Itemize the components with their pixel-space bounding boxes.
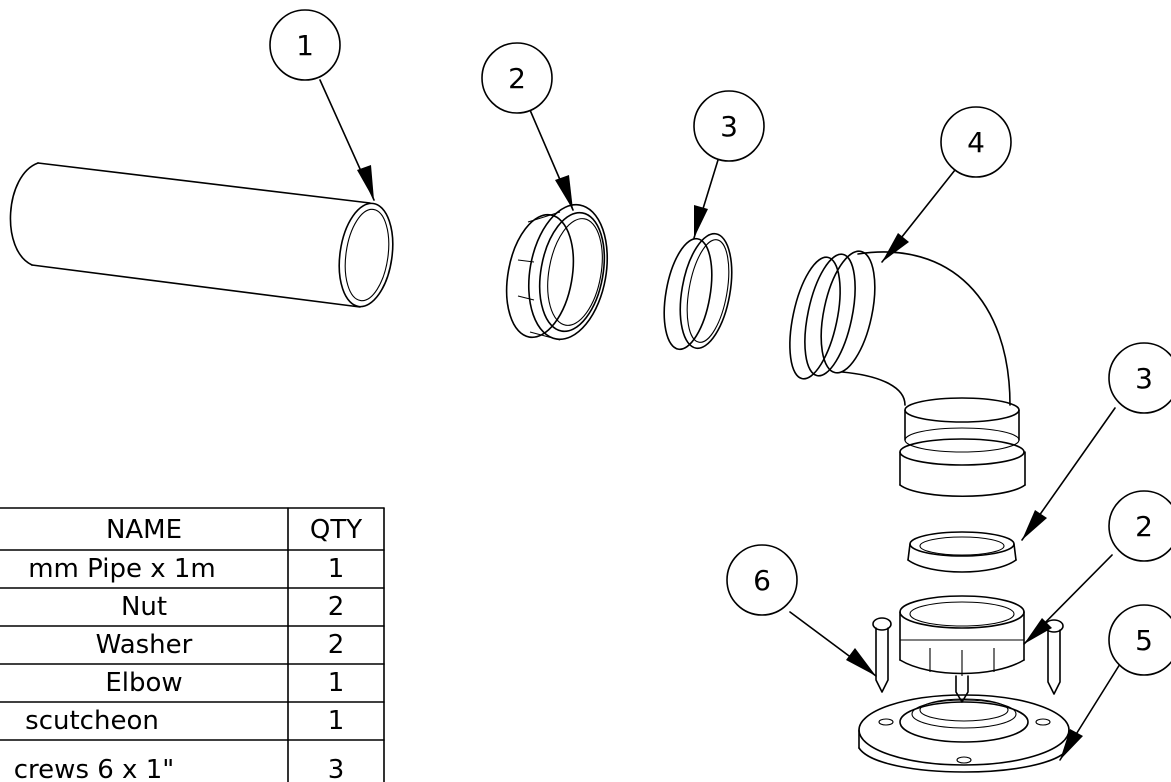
bom-row-name: Nut	[121, 592, 167, 622]
balloon-5-label: 5	[1135, 624, 1153, 657]
bom-header-name: NAME	[106, 515, 182, 545]
balloon-4: 4	[881, 106, 1012, 263]
balloon-4-label: 4	[967, 126, 985, 159]
balloon-3-lower-label: 3	[1135, 362, 1153, 395]
bom-row-qty: 1	[328, 668, 345, 698]
bom-row-name: mm Pipe x 1m	[28, 554, 216, 584]
balloon-3-upper-label: 3	[720, 110, 738, 143]
balloon-3-lower: 3	[1021, 342, 1171, 541]
pipe-part	[9, 162, 394, 308]
bom-row-qty: 1	[328, 554, 345, 584]
bom-header-qty: QTY	[310, 515, 362, 545]
balloon-2-lower-label: 2	[1135, 510, 1153, 543]
balloon-3-upper: 3	[693, 90, 765, 239]
balloon-2-lower: 2	[1023, 490, 1171, 645]
bom-row-qty: 1	[328, 706, 345, 736]
balloon-2-upper-label: 2	[508, 62, 526, 95]
balloon-6: 6	[726, 544, 877, 677]
balloon-1: 1	[269, 9, 375, 201]
nut-upper-part	[505, 203, 609, 341]
bom-row-qty: 3	[328, 755, 345, 782]
balloon-2-upper: 2	[481, 42, 574, 211]
washer-lower-part	[907, 531, 1017, 573]
bom-row-name: scutcheon	[25, 706, 159, 736]
bom-row-qty: 2	[328, 630, 345, 660]
balloon-1-label: 1	[296, 29, 314, 62]
washer-upper-part	[663, 232, 733, 351]
balloon-6-label: 6	[753, 564, 771, 597]
bom-table: NAME QTY mm Pipe x 1m 1 Nut 2 Washer 2 E…	[0, 507, 385, 782]
bom-row-name: Elbow	[105, 668, 182, 698]
elbow-part	[789, 250, 1026, 498]
nut-lower-part	[899, 595, 1025, 676]
balloon-5: 5	[1059, 604, 1171, 761]
screws-part	[872, 617, 1064, 703]
escutcheon-part	[858, 694, 1070, 773]
bom-row-name: crews 6 x 1"	[14, 755, 174, 782]
bom-row-name: Washer	[96, 630, 193, 660]
bom-row-qty: 2	[328, 592, 345, 622]
